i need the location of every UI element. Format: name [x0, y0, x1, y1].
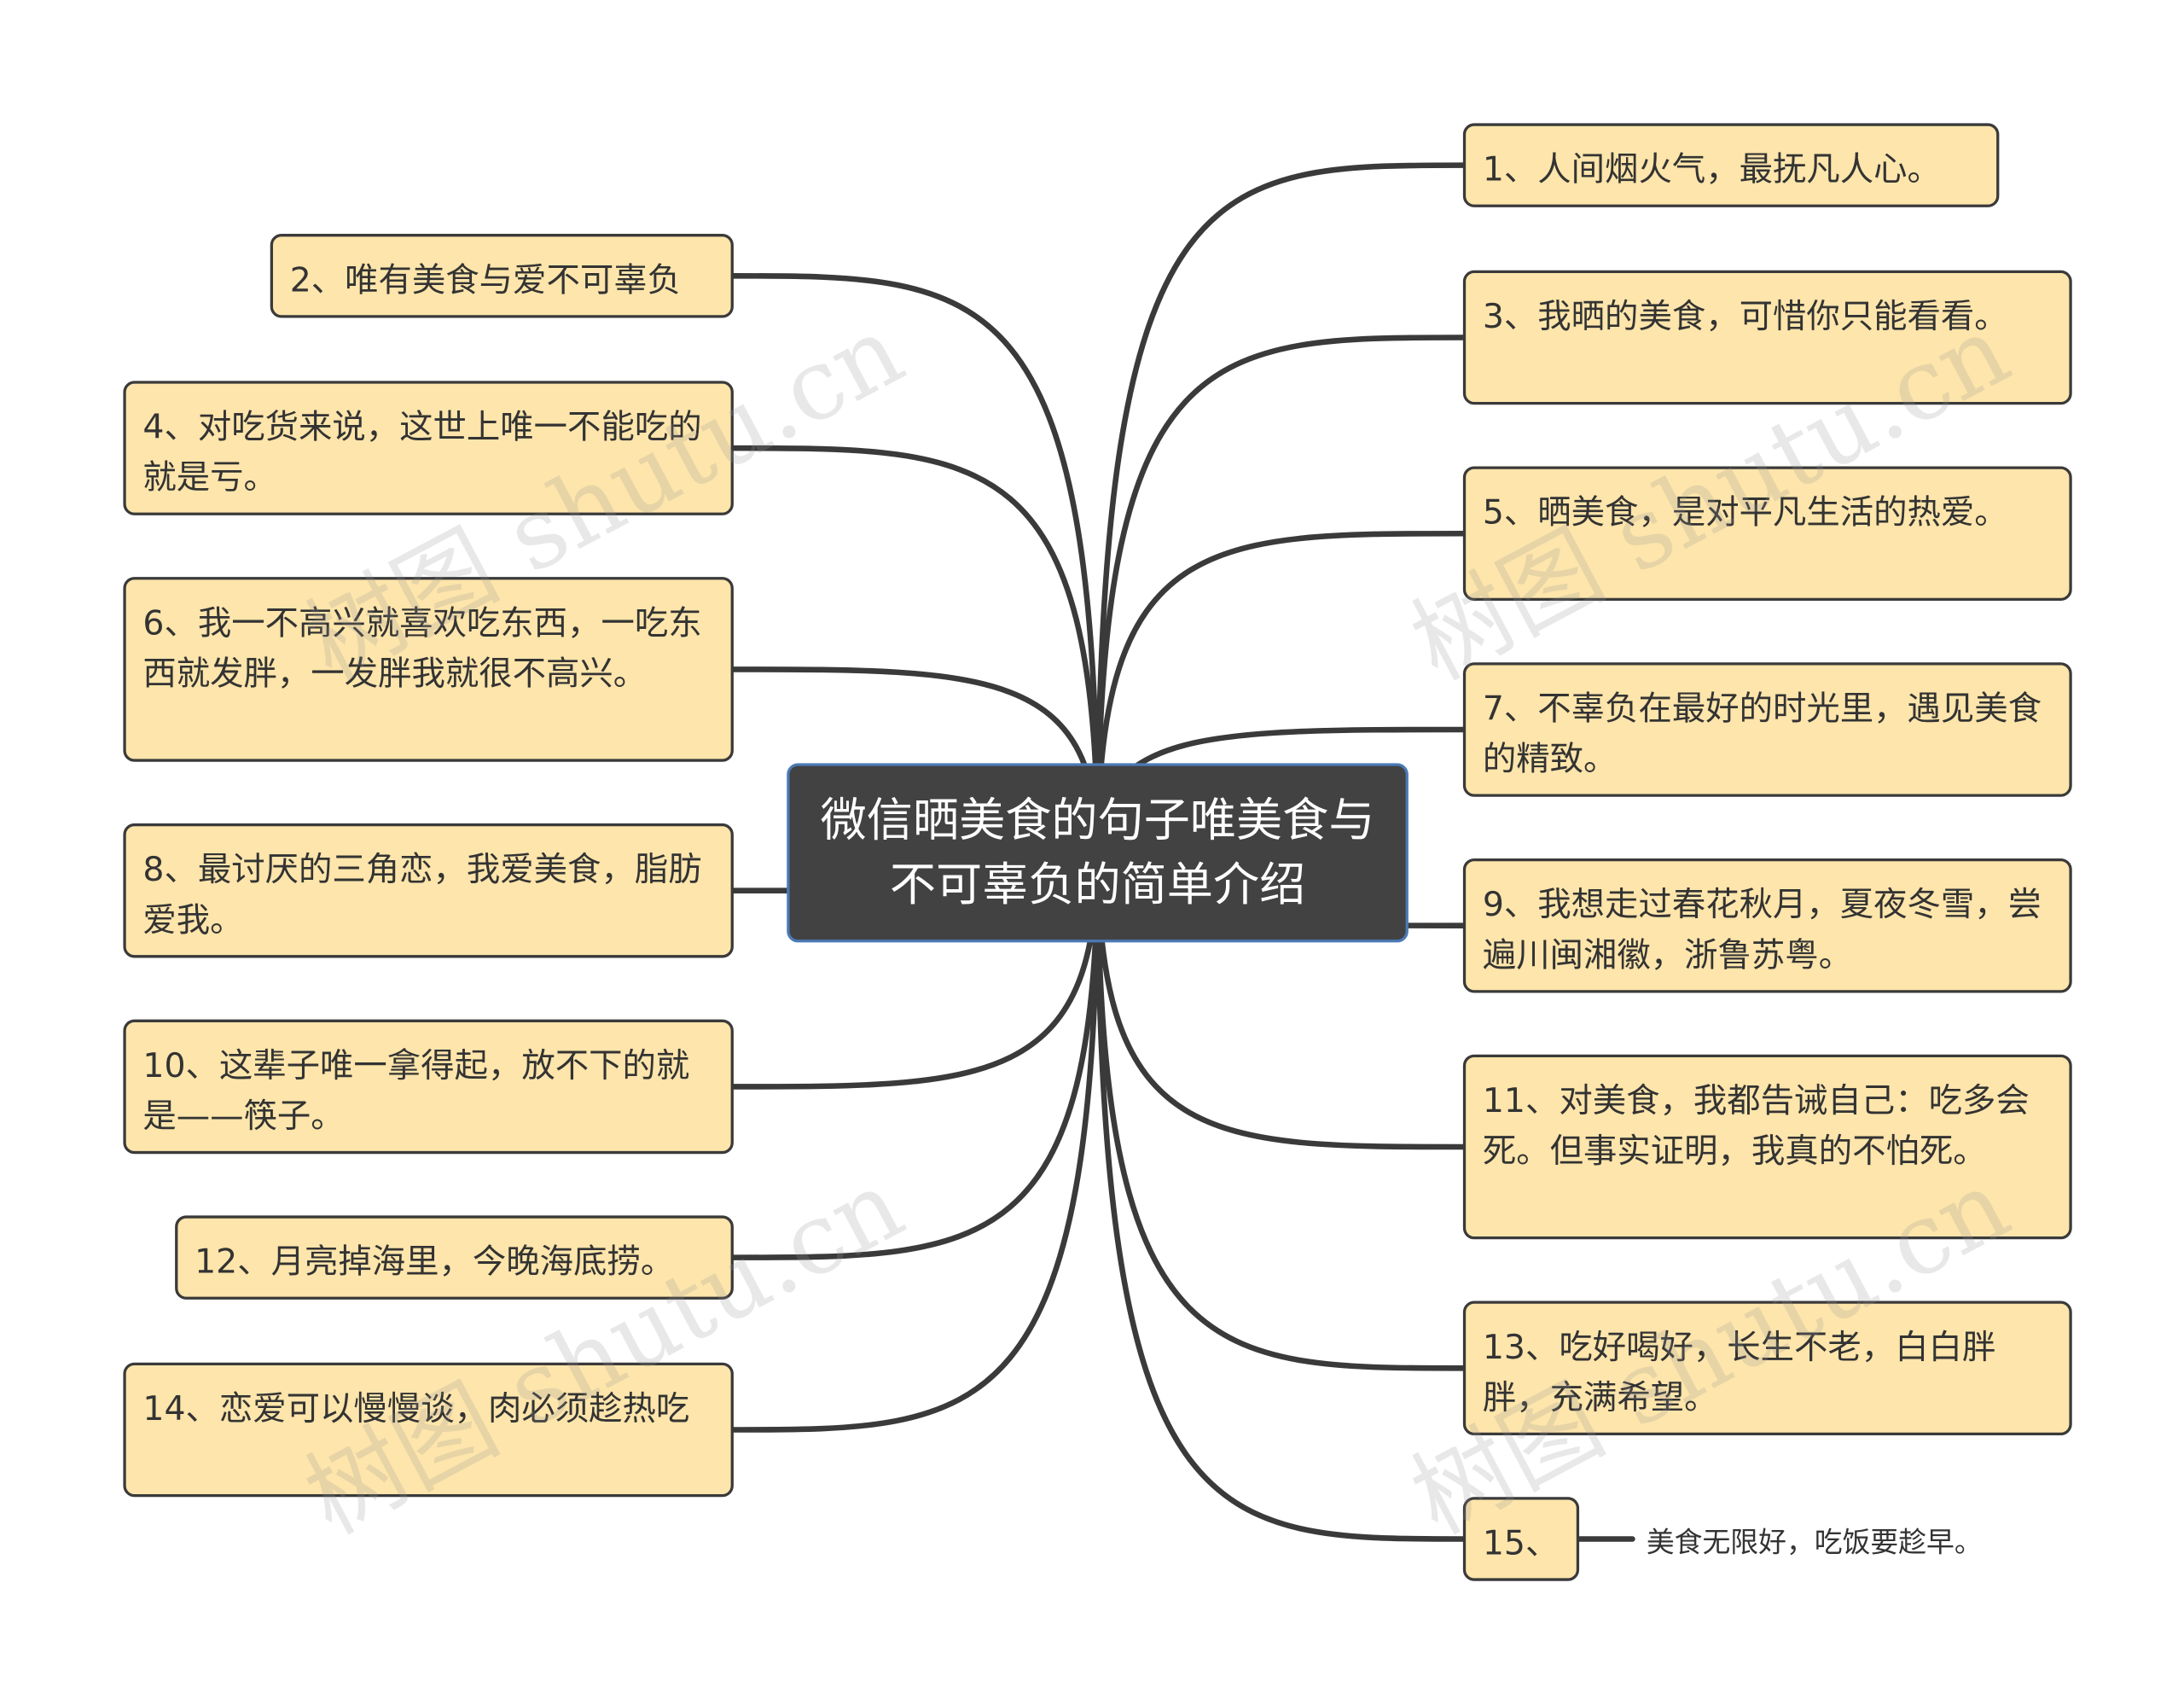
topic-10[interactable]: 10、这辈子唯一拿得起，放不下的就是——筷子。 — [123, 1019, 734, 1155]
connector-n4 — [730, 445, 1101, 856]
connector-n15 — [1095, 850, 1467, 1542]
connector-n14 — [730, 850, 1101, 1433]
topic-11[interactable]: 11、对美食，我都告诫自己：吃多会死。但事实证明，我真的不怕死。 — [1462, 1054, 2072, 1240]
topic-13[interactable]: 13、吃好喝好，长生不老，白白胖胖，充满希望。 — [1462, 1300, 2072, 1436]
topic-14[interactable]: 14、恋爱可以慢慢谈，肉必须趁热吃 — [123, 1362, 734, 1498]
topic-7[interactable]: 7、不辜负在最好的时光里，遇见美食的精致。 — [1462, 662, 2072, 797]
topic-6[interactable]: 6、我一不高兴就喜欢吃东西，一吃东西就发胖，一发胖我就很不高兴。 — [123, 577, 734, 762]
connector-n1 — [1095, 162, 1467, 856]
topic-15-subtopic[interactable]: 美食无限好，吃饭要趁早。 — [1646, 1525, 1983, 1559]
topic-9[interactable]: 9、我想走过春花秋月，夏夜冬雪，尝遍川闽湘徽，浙鲁苏粤。 — [1462, 858, 2072, 993]
topic-1[interactable]: 1、人间烟火气，最抚凡人心。 — [1462, 123, 2000, 207]
topic-8[interactable]: 8、最讨厌的三角恋，我爱美食，脂肪爱我。 — [123, 823, 734, 958]
connector-n13 — [1095, 850, 1467, 1371]
connector-n12 — [730, 850, 1101, 1260]
topic-4[interactable]: 4、对吃货来说，这世上唯一不能吃的就是亏。 — [123, 381, 734, 515]
connector-n2 — [730, 272, 1101, 856]
topic-2[interactable]: 2、唯有美食与爱不可辜负 — [270, 234, 734, 318]
root-topic[interactable]: 微信晒美食的句子唯美食与不可辜负的简单介绍 — [787, 763, 1409, 943]
topic-15[interactable]: 15、 — [1462, 1497, 1580, 1581]
topic-3[interactable]: 3、我晒的美食，可惜你只能看看。 — [1462, 270, 2072, 405]
connector-n3 — [1095, 335, 1467, 856]
connector-n11 — [1095, 850, 1467, 1150]
topic-5[interactable]: 5、晒美食，是对平凡生活的热爱。 — [1462, 466, 2072, 601]
connector-n5 — [1095, 530, 1467, 856]
topic-12[interactable]: 12、月亮掉海里，今晚海底捞。 — [175, 1215, 734, 1300]
